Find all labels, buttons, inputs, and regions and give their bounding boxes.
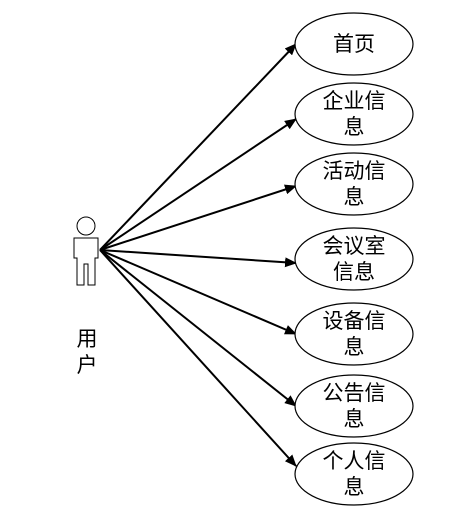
associations — [99, 43, 297, 467]
use-case-label-personal-line2: 息 — [344, 475, 365, 499]
use-case-ellipse-activity — [294, 152, 414, 216]
use-case-ellipse-home — [294, 12, 414, 76]
use-case-label-announcement-line1: 公告信 — [323, 381, 386, 405]
association-arrow-equipment — [99, 249, 297, 335]
use-case-ellipse-announcement — [294, 374, 414, 438]
association-arrow-meeting-room — [99, 249, 297, 268]
actor-user: 用 户 — [73, 216, 99, 377]
use-case-ellipse-enterprise — [294, 82, 414, 146]
association-arrow-personal — [99, 249, 297, 467]
use-case-label-meeting-room-line2: 信息 — [333, 260, 375, 284]
actor-label-line1: 用 — [77, 327, 98, 351]
use-case-label-enterprise-line2: 息 — [344, 115, 365, 139]
actor-body — [73, 237, 99, 286]
actor-head — [76, 216, 96, 236]
association-arrow-home — [99, 43, 297, 251]
use-case-label-activity-line2: 息 — [344, 185, 365, 209]
association-arrow-announcement — [99, 249, 297, 407]
use-case-label-personal-line1: 个人信 — [323, 449, 386, 473]
use-case-label-announcement-line2: 息 — [344, 407, 365, 431]
use-case-label-home-line1: 首页 — [333, 32, 375, 56]
use-case-label-equipment-line1: 设备信 — [323, 309, 386, 333]
use-case-home: 首页 — [294, 12, 414, 76]
association-arrow-activity — [99, 184, 297, 251]
use-case-label-meeting-room-line1: 会议室 — [323, 234, 386, 258]
use-case-ellipse-meeting-room — [294, 227, 414, 291]
actor-label-line2: 户 — [77, 353, 98, 377]
use-case-label-enterprise-line1: 企业信 — [323, 89, 386, 113]
use-case-label-activity-line1: 活动信 — [323, 159, 386, 183]
association-arrow-enterprise — [99, 118, 297, 251]
use-case-label-equipment-line2: 息 — [344, 335, 365, 359]
use-case-ellipse-equipment — [294, 302, 414, 366]
use-case-ellipse-personal — [294, 442, 414, 506]
